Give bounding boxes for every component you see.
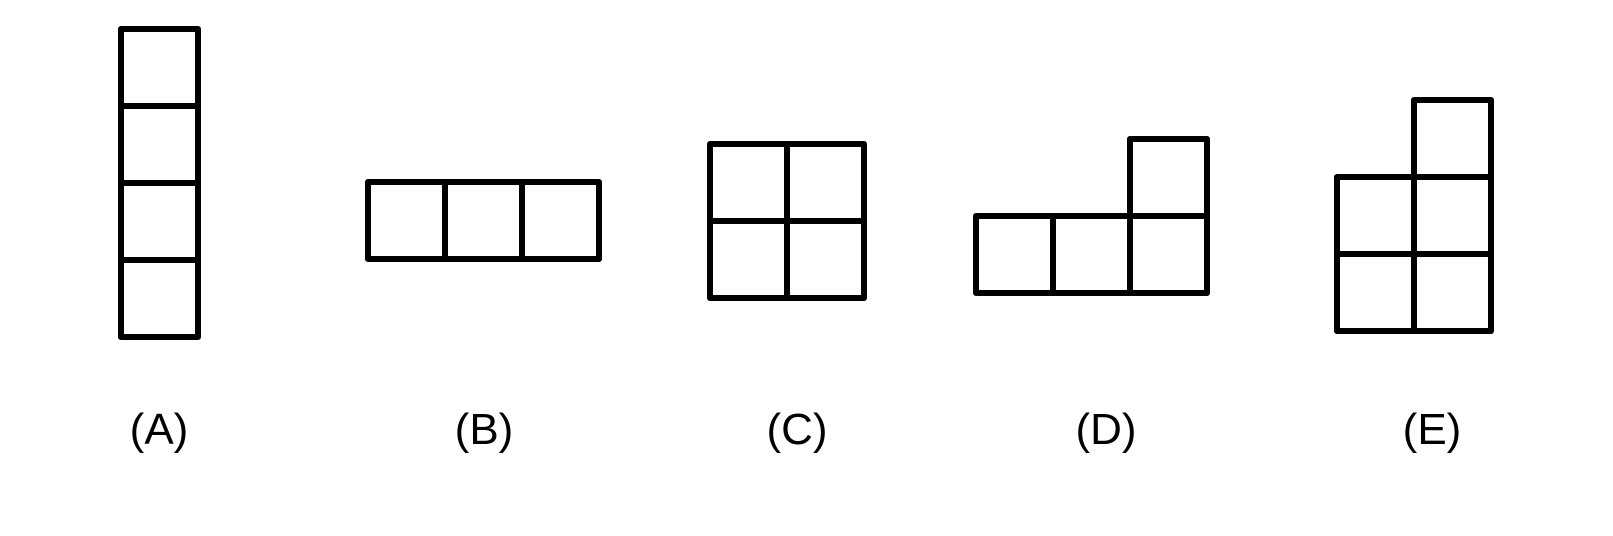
figure-a <box>118 26 201 340</box>
figure-c-cell <box>707 141 790 224</box>
figure-a-cell <box>118 180 201 263</box>
figure-b-cell <box>365 179 448 262</box>
figure-e-cell <box>1411 97 1494 180</box>
figure-e-cell <box>1334 174 1417 257</box>
figure-a-cell <box>118 257 201 340</box>
figure-e-cell <box>1334 251 1417 334</box>
figure-b <box>365 179 602 262</box>
label-b: (B) <box>455 405 514 454</box>
figure-e <box>1334 97 1494 334</box>
label-d: (D) <box>1075 405 1136 454</box>
figure-a-cell <box>118 26 201 109</box>
figure-c <box>707 141 867 301</box>
label-a: (A) <box>130 405 189 454</box>
figure-b-cell <box>442 179 525 262</box>
figure-e-cell <box>1411 251 1494 334</box>
label-c: (C) <box>766 405 827 454</box>
figure-c-cell <box>707 218 790 301</box>
figure-d-cell <box>1127 136 1210 219</box>
figure-a-cell <box>118 103 201 186</box>
figure-b-cell <box>519 179 602 262</box>
figure-c-cell <box>784 218 867 301</box>
figure-d-cell <box>973 213 1056 296</box>
label-e: (E) <box>1403 405 1462 454</box>
figure-c-cell <box>784 141 867 224</box>
figure-d-cell <box>1050 213 1133 296</box>
figure-d <box>973 136 1210 296</box>
figure-d-cell <box>1127 213 1210 296</box>
figure-e-cell <box>1411 174 1494 257</box>
